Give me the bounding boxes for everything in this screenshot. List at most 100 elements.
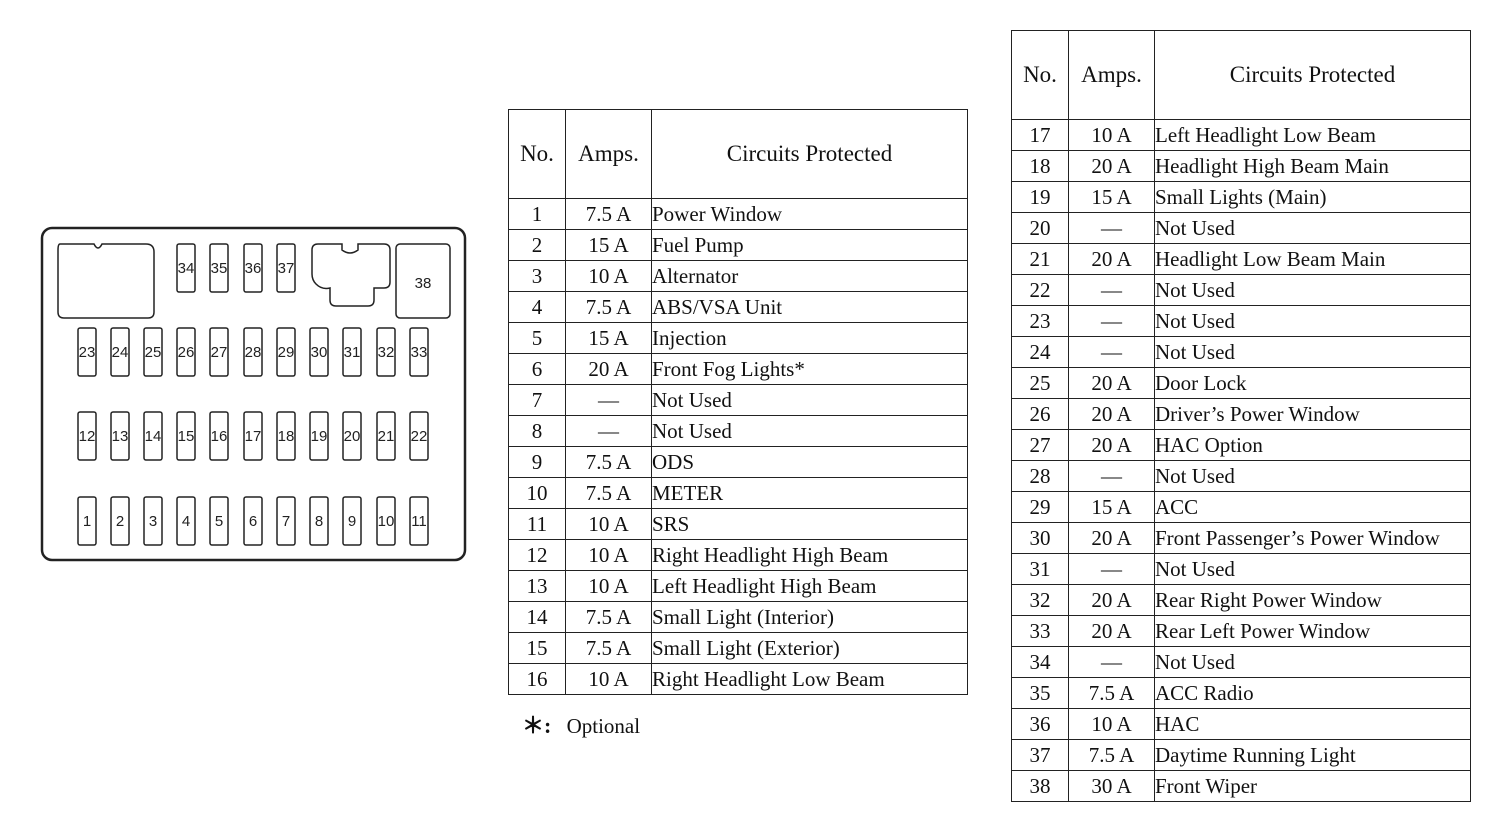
- amps-cell: 7.5 A: [565, 446, 652, 478]
- fuse-slot: [77, 496, 97, 546]
- fuse-number-cell: 22: [1011, 274, 1069, 306]
- fuse-slot: [309, 327, 329, 377]
- fuse-25: 25: [143, 327, 163, 377]
- circuit-cell: Front Passenger’s Power Window: [1154, 522, 1471, 554]
- fuse-number-cell: 33: [1011, 615, 1069, 647]
- fuse-slot: [143, 496, 163, 546]
- circuit-cell: Rear Left Power Window: [1154, 615, 1471, 647]
- header-amps: Amps.: [1068, 30, 1155, 120]
- circuit-cell: ODS: [651, 446, 968, 478]
- fuse-number-cell: 30: [1011, 522, 1069, 554]
- fuse-slot: [409, 411, 429, 461]
- circuit-cell: ABS/VSA Unit: [651, 291, 968, 323]
- fuse-number-label: 23: [79, 344, 96, 361]
- fuse-slot: [409, 496, 429, 546]
- fuse-slot: [243, 327, 263, 377]
- fuse-slot: [209, 411, 229, 461]
- header-circuits: Circuits Protected: [651, 109, 968, 199]
- amps-cell: —: [565, 415, 652, 447]
- fuse-number-label: 9: [348, 513, 356, 530]
- fuse-32: 32: [376, 327, 396, 377]
- footnote: ＊: Optional: [522, 708, 640, 740]
- fuse-number-cell: 9: [508, 446, 566, 478]
- fuse-16: 16: [209, 411, 229, 461]
- table-row: 8—Not Used: [508, 415, 968, 447]
- amps-cell: 20 A: [1068, 615, 1155, 647]
- fuse-slot: [209, 327, 229, 377]
- amps-cell: —: [1068, 212, 1155, 244]
- fuse-36: 36: [243, 243, 263, 293]
- amps-cell: 20 A: [1068, 367, 1155, 399]
- amps-cell: 7.5 A: [565, 477, 652, 509]
- circuit-cell: Front Wiper: [1154, 770, 1471, 802]
- fuse-number-label: 24: [112, 344, 129, 361]
- amps-cell: —: [1068, 305, 1155, 337]
- amps-cell: 10 A: [565, 663, 652, 695]
- circuit-cell: HAC: [1154, 708, 1471, 740]
- fuse-slot: [143, 411, 163, 461]
- fuse-number-label: 32: [378, 344, 395, 361]
- circuit-cell: Not Used: [1154, 336, 1471, 368]
- fuse-24: 24: [110, 327, 130, 377]
- fuse-number-label: 12: [79, 428, 96, 445]
- fuse-slot: [243, 496, 263, 546]
- circuit-cell: Not Used: [1154, 274, 1471, 306]
- fuse-slot: [376, 327, 396, 377]
- amps-cell: —: [1068, 460, 1155, 492]
- fuse-31: 31: [342, 327, 362, 377]
- fuse-number-cell: 1: [508, 198, 566, 230]
- header-no: No.: [508, 109, 566, 199]
- fuse-number-cell: 36: [1011, 708, 1069, 740]
- amps-cell: 15 A: [1068, 181, 1155, 213]
- fuse-34: 34: [176, 243, 196, 293]
- circuit-cell: Fuel Pump: [651, 229, 968, 261]
- fuse-number-label: 22: [411, 428, 428, 445]
- table-row: 28—Not Used: [1011, 460, 1471, 492]
- circuit-cell: Right Headlight Low Beam: [651, 663, 968, 695]
- fuse-30: 30: [309, 327, 329, 377]
- fuse-22: 22: [409, 411, 429, 461]
- fuse-number-cell: 38: [1011, 770, 1069, 802]
- circuit-cell: Right Headlight High Beam: [651, 539, 968, 571]
- fuse-23: 23: [77, 327, 97, 377]
- circuit-cell: ACC: [1154, 491, 1471, 523]
- fuse-number-cell: 2: [508, 229, 566, 261]
- fuse-number-cell: 29: [1011, 491, 1069, 523]
- fuse-number-cell: 11: [508, 508, 566, 540]
- fuse-35: 35: [209, 243, 229, 293]
- table-row: 22—Not Used: [1011, 274, 1471, 306]
- fuse-slot: [309, 411, 329, 461]
- amps-cell: —: [1068, 646, 1155, 678]
- fuse-slot: [243, 243, 263, 293]
- relay-slot-middle: [311, 243, 391, 307]
- circuit-cell: Not Used: [1154, 646, 1471, 678]
- circuit-cell: Alternator: [651, 260, 968, 292]
- fuse-slot: [209, 243, 229, 293]
- fuse-20: 20: [342, 411, 362, 461]
- fuse-number-cell: 16: [508, 663, 566, 695]
- fuse-13: 13: [110, 411, 130, 461]
- amps-cell: 20 A: [1068, 398, 1155, 430]
- fuse-slot: [342, 496, 362, 546]
- circuit-cell: Driver’s Power Window: [1154, 398, 1471, 430]
- fuse-number-label: 20: [344, 428, 361, 445]
- fuse-2: 2: [110, 496, 130, 546]
- fuse-slot: [110, 411, 130, 461]
- table-row: 31—Not Used: [1011, 553, 1471, 585]
- fuse-number-cell: 6: [508, 353, 566, 385]
- fuse-slot: [110, 327, 130, 377]
